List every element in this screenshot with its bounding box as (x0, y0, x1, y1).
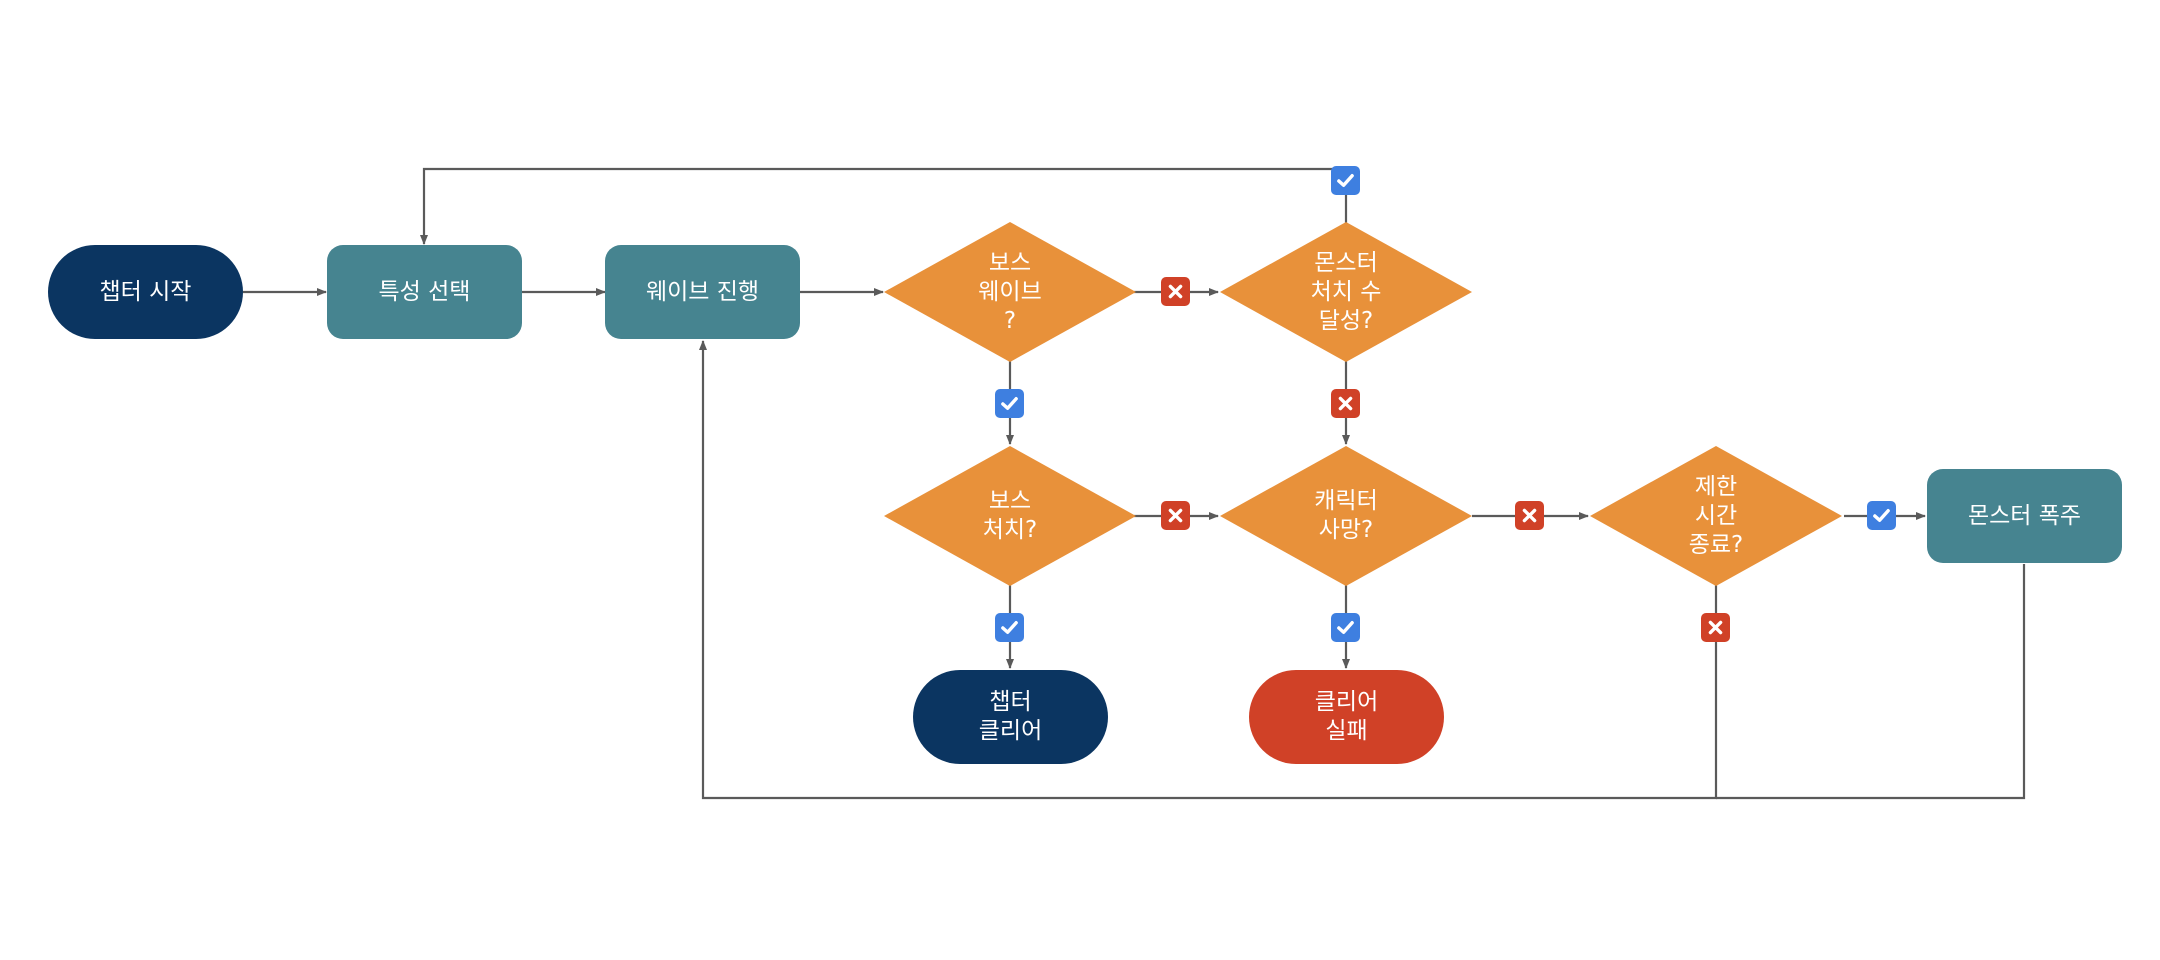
edge-rampage-loop (1716, 564, 2026, 800)
clear-fail-label: 클리어 실패 (1314, 689, 1379, 744)
time-over-label: 제한 시간 종료? (1688, 473, 1744, 558)
time-over-decision: 제한 시간 종료? (1590, 446, 1842, 586)
x-icon (1331, 389, 1360, 418)
monster-rampage-label: 몬스터 폭주 (1967, 502, 2082, 529)
x-icon (1701, 613, 1730, 642)
character-dead-decision: 캐릭터 사망? (1220, 446, 1472, 586)
edge-timeover-no (699, 340, 1718, 800)
monster-rampage-node: 몬스터 폭주 (1927, 469, 2122, 563)
check-icon (995, 613, 1024, 642)
select-trait-node: 특성 선택 (327, 245, 522, 339)
chapter-start-label: 챕터 시작 (99, 278, 192, 305)
check-icon (995, 389, 1024, 418)
select-trait-label: 특성 선택 (378, 278, 471, 305)
check-icon (1331, 166, 1360, 195)
kill-count-decision: 몬스터 처치 수 달성? (1220, 222, 1472, 362)
character-dead-label: 캐릭터 사망? (1314, 488, 1378, 543)
x-icon (1161, 501, 1190, 530)
check-icon (1867, 501, 1896, 530)
boss-killed-label: 보스 처치? (982, 488, 1038, 543)
boss-killed-decision: 보스 처치? (884, 446, 1136, 586)
clear-fail-node: 클리어 실패 (1249, 670, 1444, 764)
boss-wave-label: 보스 웨이브 ? (978, 249, 1042, 334)
chapter-start-node: 챕터 시작 (48, 245, 243, 339)
chapter-clear-label: 챕터 클리어 (978, 689, 1043, 744)
wave-progress-label: 웨이브 진행 (645, 278, 760, 305)
boss-wave-decision: 보스 웨이브 ? (884, 222, 1136, 362)
x-icon (1515, 501, 1544, 530)
chapter-clear-node: 챕터 클리어 (913, 670, 1108, 764)
edge-killcount-yes (420, 167, 1348, 245)
check-icon (1331, 613, 1360, 642)
wave-progress-node: 웨이브 진행 (605, 245, 800, 339)
x-icon (1161, 277, 1190, 306)
kill-count-label: 몬스터 처치 수 달성? (1310, 249, 1382, 334)
